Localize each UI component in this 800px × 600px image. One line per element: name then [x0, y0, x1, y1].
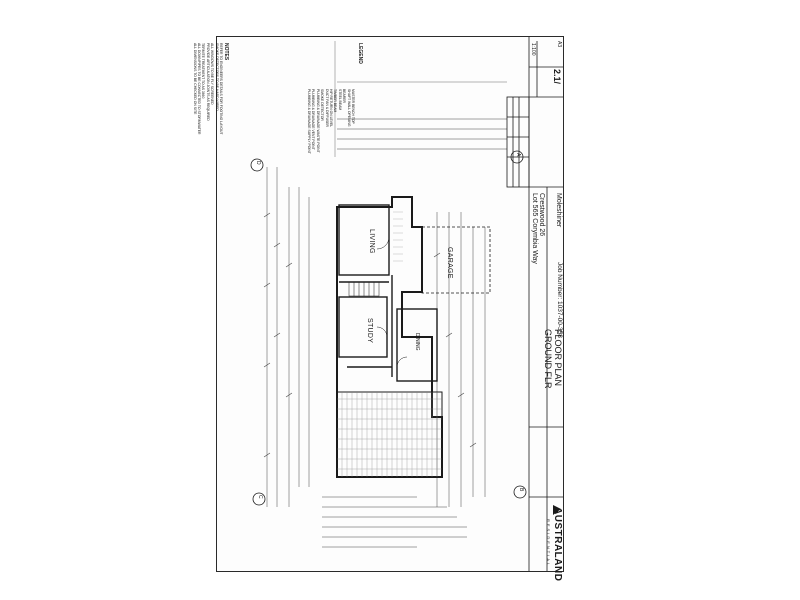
room-label-living: LIVING	[368, 229, 375, 254]
grid-markers	[250, 150, 527, 506]
room-label-dining: DINING	[414, 333, 420, 351]
internal-walls	[338, 204, 438, 382]
drawing-title: FLOOR PLAN	[553, 329, 563, 387]
notes-block: NOTES REFER TO ENGINEERS DETAILS FOR FOO…	[192, 43, 229, 135]
legend-rows	[334, 41, 507, 157]
legend-item: MASTER BENCH TOP	[351, 89, 355, 124]
drawing-scale: 1:100	[530, 43, 536, 56]
alfresco-hatch	[336, 391, 443, 478]
grid-marker-d: D	[255, 161, 261, 165]
note-item: TERMITE TREATMENT TO AS 3660	[201, 43, 206, 99]
note-item: SMOKE DETECTORS TO BE HARD WIRED	[214, 43, 219, 111]
legend-block: LEGEND	[357, 43, 363, 64]
garage-outline	[421, 226, 491, 294]
note-item: PROVIDE ARTICULATION JOINTS AS REQUIRED	[205, 43, 210, 121]
dimension-ticks	[263, 212, 477, 458]
legend-item: DUCT FAN & DIFFUSER	[324, 89, 329, 127]
legend-item: STEEL BEAM	[337, 89, 342, 111]
note-item: ALL WINDOWS TO BE FLY SCREENED	[210, 43, 215, 105]
client-name: Crestwood 26	[538, 193, 545, 237]
logo-subtitle: RESIDENTIAL	[546, 519, 551, 568]
drawing-subtitle: GROUND FLR	[543, 329, 553, 389]
legend-item: PLUMBING & DRAINAGE VENT POINT	[311, 89, 316, 150]
legend-item: PLUMBING & DRAINAGE SUPPLY POINT	[306, 89, 311, 154]
logo-name: AUSTRALAND	[552, 507, 563, 582]
suburb: Moleshiner	[555, 193, 562, 228]
job-number: Job Number: 1037-00-358	[556, 262, 563, 338]
note-item: ALL DOWNPIPES TO BE CONNECTED TO STORMWA…	[196, 43, 201, 135]
stairs	[348, 281, 380, 297]
site-address: Lot 565 Corymbia Way	[531, 193, 538, 264]
legend-heading: LEGEND	[357, 43, 363, 64]
legend-items: MASTER BENCH TOP SHAFT WALL OPENING BEAR…	[307, 89, 355, 154]
drawing-sheet: D A C B LIVING GARAGE STUDY DINING NOTES…	[193, 36, 564, 581]
logo-mark	[553, 505, 561, 515]
legend-item: PLUMBING & DRAINAGE WASTE POINT	[315, 89, 320, 153]
grid-marker-c: C	[257, 495, 263, 499]
door-swings	[376, 236, 408, 368]
entry-hatch	[393, 211, 403, 262]
grid-marker-b: B	[518, 488, 524, 492]
room-label-garage: GARAGE	[446, 247, 453, 279]
legend-item: HIP RETURN ON LEVEL	[328, 89, 333, 128]
legend-item: TIMBER BEAM	[333, 89, 338, 113]
grid-marker-a: A	[515, 153, 521, 157]
sheet-number: 2.1/	[552, 69, 562, 85]
floor-plan-drawing	[250, 37, 563, 571]
title-block-frame	[506, 37, 563, 571]
notes-heading: NOTES	[223, 43, 229, 61]
note-item: REFER TO ENGINEERS DETAILS FOR FOOTING L…	[219, 43, 223, 135]
room-label-study: STUDY	[366, 318, 373, 344]
sheet-size: A3	[556, 41, 562, 48]
note-item: ALL DIMENSIONS TO BE CHECKED ON SITE	[192, 43, 197, 115]
legend-item: SHAFT WALL OPENING	[346, 89, 351, 127]
